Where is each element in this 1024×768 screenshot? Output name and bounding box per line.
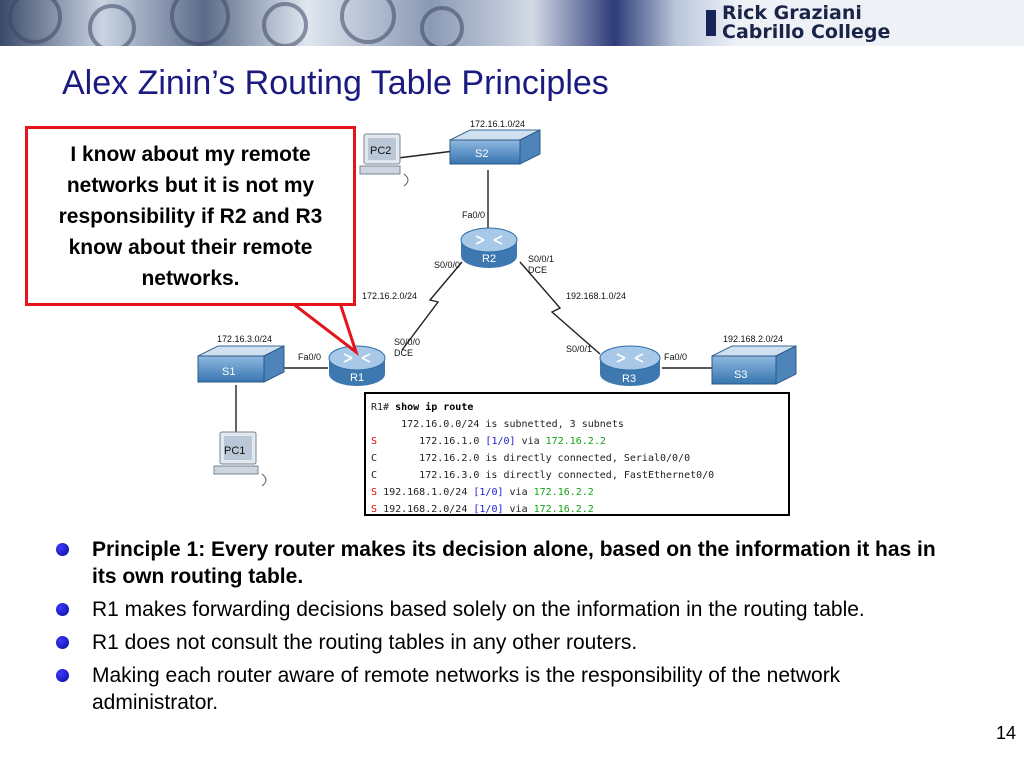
route-code: S <box>371 436 378 447</box>
bullet-item: Principle 1: Every router makes its deci… <box>50 536 950 590</box>
r2-router-icon: R2 <box>460 227 518 268</box>
network-label-172-16-3: 172.16.3.0/24 <box>217 334 272 344</box>
header-banner: Rick Graziani Cabrillo College <box>0 0 1024 46</box>
callout-pointer <box>287 301 359 357</box>
callout-box: I know about my remote networks but it i… <box>25 126 356 306</box>
pc1-label: PC1 <box>224 445 245 457</box>
route-next-hop: 172.16.2.2 <box>533 504 594 515</box>
route-code: C <box>371 470 378 481</box>
banner-author: Rick Graziani <box>722 2 862 24</box>
r3-label: R3 <box>622 373 636 385</box>
s2-label: S2 <box>475 148 488 160</box>
route-code: C <box>371 453 378 464</box>
bullet-dot-icon <box>56 603 69 616</box>
r1-s000-interface: S0/0/0 <box>394 337 420 347</box>
network-label-192-168-1: 192.168.1.0/24 <box>566 291 626 301</box>
route-text: 172.16.3.0 is directly connected, FastEt… <box>377 470 715 481</box>
slide-title: Alex Zinin’s Routing Table Principles <box>62 64 609 102</box>
banner-decoration <box>340 0 396 44</box>
route-entry: C 172.16.2.0 is directly connected, Seri… <box>371 450 788 467</box>
r2-dce-label: DCE <box>528 265 547 275</box>
pc2-computer-icon: PC2 <box>359 133 409 187</box>
banner-decoration <box>170 0 230 46</box>
r3-fa-interface: Fa0/0 <box>664 352 687 362</box>
pc2-label: PC2 <box>370 145 391 157</box>
route-entry: C 172.16.3.0 is directly connected, Fast… <box>371 467 788 484</box>
r1-router-icon: R1 <box>328 345 386 386</box>
route-text: 172.16.2.0 is directly connected, Serial… <box>377 453 691 464</box>
bullet-dot-icon <box>56 636 69 649</box>
route-entry: S 172.16.1.0 [1/0] via 172.16.2.2 <box>371 433 788 450</box>
banner-decoration <box>420 6 464 46</box>
callout-text: I know about my remote networks but it i… <box>58 142 323 290</box>
route-code: S <box>371 487 378 498</box>
link-r1-r2-serial <box>401 261 463 351</box>
network-label-172-16-2: 172.16.2.0/24 <box>362 291 417 301</box>
r2-s001-interface: S0/0/1 <box>528 254 554 264</box>
slide-number: 14 <box>995 723 1016 743</box>
route-network: 172.16.1.0 <box>377 436 480 447</box>
route-via: via <box>509 504 528 515</box>
link-r2-r3-serial <box>519 261 601 355</box>
route-code: S <box>371 504 378 515</box>
banner-decoration <box>8 0 62 44</box>
r1-fa-interface: Fa0/0 <box>298 352 321 362</box>
pc1-computer-icon: PC1 <box>213 431 267 487</box>
banner-logo-mark <box>706 10 716 36</box>
route-network: 192.168.2.0/24 <box>383 504 468 515</box>
bullet-dot-icon <box>56 669 69 682</box>
route-via: via <box>509 487 528 498</box>
bullet-item: R1 does not consult the routing tables i… <box>50 629 950 656</box>
bullet-item: R1 makes forwarding decisions based sole… <box>50 596 950 623</box>
network-label-172-16-1: 172.16.1.0/24 <box>470 119 525 129</box>
banner-school: Cabrillo College <box>722 21 891 43</box>
bullet-dot-icon <box>56 543 69 556</box>
r2-fa-interface: Fa0/0 <box>462 210 485 220</box>
s2-switch-icon: S2 <box>449 129 541 165</box>
route-entry: S 192.168.2.0/24 [1/0] via 172.16.2.2 <box>371 501 788 518</box>
r1-label: R1 <box>350 372 364 384</box>
r2-label: R2 <box>482 253 496 265</box>
route-ad-metric: [1/0] <box>485 436 516 447</box>
route-via: via <box>521 436 540 447</box>
route-next-hop: 172.16.2.2 <box>545 436 606 447</box>
r1-dce-label: DCE <box>394 348 413 358</box>
terminal-prompt: R1# <box>371 402 390 413</box>
r2-s000-interface: S0/0/0 <box>434 260 460 270</box>
routing-table-output: R1# show ip route 172.16.0.0/24 is subne… <box>364 392 790 516</box>
banner-decoration <box>88 4 136 46</box>
route-network: 192.168.1.0/24 <box>383 487 468 498</box>
bullet-text: Making each router aware of remote netwo… <box>92 664 841 714</box>
network-label-192-168-2: 192.168.2.0/24 <box>723 334 783 344</box>
terminal-command: show ip route <box>395 402 474 413</box>
s3-switch-icon: S3 <box>711 345 797 385</box>
s1-switch-icon: S1 <box>197 345 285 383</box>
s1-label: S1 <box>222 366 235 378</box>
route-ad-metric: [1/0] <box>473 504 504 515</box>
route-next-hop: 172.16.2.2 <box>533 487 594 498</box>
banner-decoration <box>262 2 308 46</box>
bullet-list: Principle 1: Every router makes its deci… <box>50 536 950 722</box>
r3-router-icon: R3 <box>599 345 661 386</box>
bullet-text: R1 makes forwarding decisions based sole… <box>92 598 865 621</box>
bullet-text: Principle 1: Every router makes its deci… <box>92 538 936 588</box>
terminal-command-line: R1# show ip route <box>371 399 788 416</box>
r3-s001-interface: S0/0/1 <box>566 344 592 354</box>
bullet-item: Making each router aware of remote netwo… <box>50 662 950 716</box>
bullet-text: R1 does not consult the routing tables i… <box>92 631 638 654</box>
terminal-subnetted-line: 172.16.0.0/24 is subnetted, 3 subnets <box>371 419 624 430</box>
route-ad-metric: [1/0] <box>473 487 504 498</box>
route-entry: S 192.168.1.0/24 [1/0] via 172.16.2.2 <box>371 484 788 501</box>
s3-label: S3 <box>734 369 747 381</box>
